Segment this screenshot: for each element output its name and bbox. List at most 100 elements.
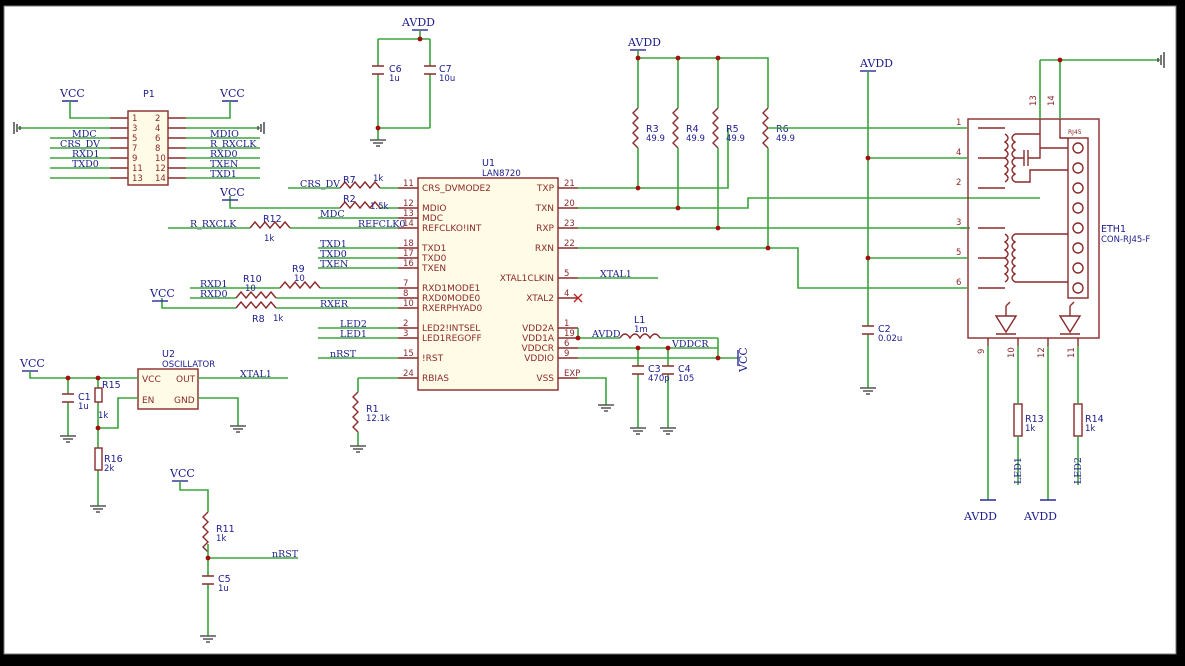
r13-ref: R13 [1025,414,1044,425]
r8-ref: R8 [252,314,265,325]
r2-value: 1.5k [370,202,389,212]
pin-number: 13 [403,209,414,219]
r2-ref: R2 [343,194,356,205]
jack-contact [1072,162,1084,174]
pin-number: 11 [403,179,414,189]
pin-number: 17 [403,249,414,259]
u1-value: LAN8720 [482,169,521,179]
r6-ref: R6 [776,124,789,135]
pin-number: 5 [956,248,961,258]
c2-value: 0.02u [878,334,902,344]
net-label: TXEN [210,159,238,170]
pin-number: 4 [564,289,569,299]
l1-value: 1m [634,325,648,335]
r1-value: 12.1k [366,414,390,424]
net-label: LED2 [340,319,367,330]
pin-number: 15 [403,349,414,359]
pin-number: 6 [956,278,961,288]
pin-number: 2 [956,178,961,188]
resistor-labels: R7 1k R2 1.5k R12 1k R9 10 R10 10 R8 1k … [243,124,795,424]
pin-number: 8 [403,289,408,299]
net-label: XTAL1 [600,269,632,280]
resistor-symbol [249,220,291,230]
pin-name: MDIO [422,204,446,214]
pin-name: RBIAS [422,374,449,384]
net-label: RXD0 [200,289,228,300]
pin-label: VCC [142,375,161,385]
decoupling-c6-c7: AVDD C6 1u C7 10u [370,16,455,147]
c3-ref: C3 [648,364,661,375]
pin-number: 4 [956,148,961,158]
u2-ref: U2 [162,349,175,360]
net-label: MDC [320,209,345,220]
p1-ref: P1 [143,89,155,100]
r12-value: 1k [264,234,274,244]
power-label: VCC [169,467,195,480]
capacitor-c2: AVDD C2 0.02u [859,57,960,395]
net-label: RXD1 [72,149,100,160]
net-label: R_RXCLK [190,219,237,230]
u1-ref: U1 [482,158,495,169]
jack-contact [1072,202,1084,214]
r16-ref: R16 [104,454,123,465]
jack-contact [1072,262,1084,274]
c2-ref: C2 [878,324,891,335]
c3-value: 470p [648,374,670,384]
pin-name: LED1REGOFF [422,334,482,344]
pin-number: 9 [132,154,137,164]
net-label: TXD0 [320,249,347,260]
r7-ref: R7 [343,175,356,186]
pin-name: REFCLKO!INT [422,224,482,234]
pin-name: RXP [536,224,554,234]
r10-ref: R10 [243,274,262,285]
net-label: LED2 [1073,457,1084,484]
net-label: VDDCR [671,339,709,350]
resistor-symbol [202,511,209,553]
jack-contact [1072,282,1084,294]
l1-ref: L1 [634,315,645,326]
pin-number: 5 [132,134,137,144]
pin-number: 13 [1029,95,1039,106]
resistor-symbol [339,180,381,190]
r11-value: 1k [216,534,226,544]
r15-ref: R15 [102,380,121,391]
pin-number: 6 [564,339,569,349]
r4-ref: R4 [686,124,699,135]
r3-value: 49.9 [646,134,665,144]
pin-number: 6 [155,134,160,144]
pin-number: 24 [403,369,414,379]
pin-name: VDD1A [522,334,555,344]
power-label: AVDD [1023,510,1057,523]
pin-label: OUT [176,375,196,385]
resistor-symbol [339,200,381,210]
c4-value: 105 [678,374,694,384]
jack-contact [1072,222,1084,234]
net-label: RXD1 [200,279,228,290]
r1-ref: R1 [366,404,379,415]
resistor-symbol [279,280,321,290]
r14-value: 1k [1085,424,1095,434]
net-label: LED1 [340,329,367,340]
jack-contact [1072,142,1084,154]
pin-number: 19 [564,329,575,339]
pin-name: VDDCR [521,344,554,354]
pin-number: 20 [564,199,575,209]
power-label: VCC [59,87,85,100]
net-label: RXD0 [210,149,238,160]
pin-name: RXERPHYAD0 [422,304,482,314]
pin-number: 13 [132,174,143,184]
pin-number: 18 [403,239,414,249]
pin-name: TXD0 [421,254,447,264]
c4-ref: C4 [678,364,691,375]
resistor-symbol [672,107,679,149]
pin-label: GND [174,396,195,406]
power-label: AVDD [963,510,997,523]
net-label: TXD1 [210,169,237,180]
eth1-ref: ETH1 [1101,224,1126,235]
r7-value: 1k [373,174,383,184]
pin-number: 1 [956,118,961,128]
power-label: AVDD [859,57,893,70]
pin-number: 10 [155,154,166,164]
